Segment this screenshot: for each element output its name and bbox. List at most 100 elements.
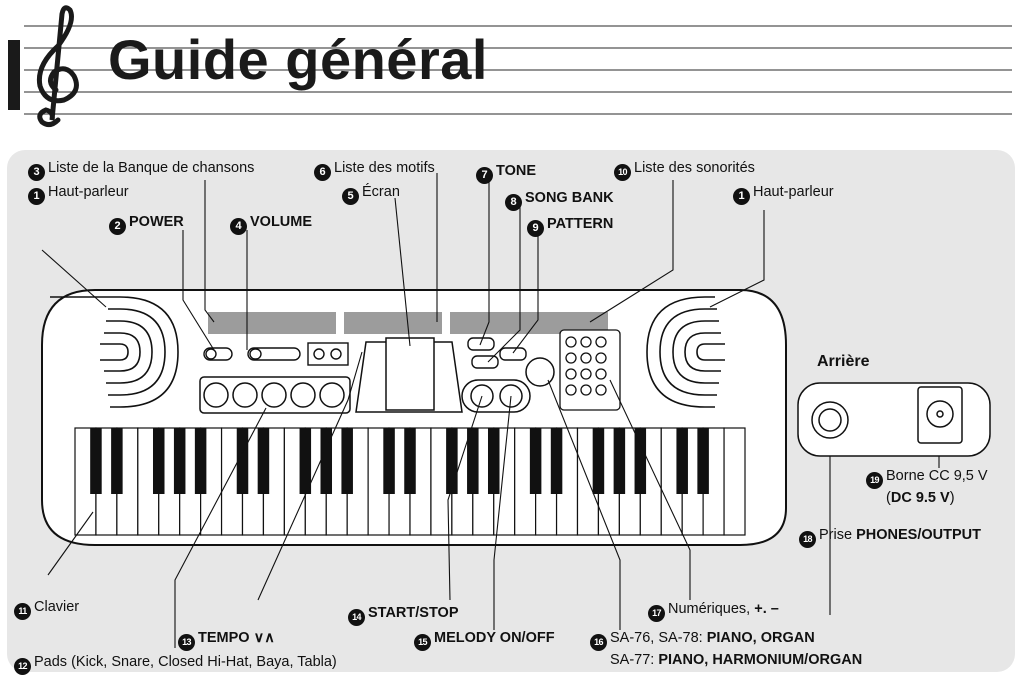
display-screen [355,337,463,413]
volume-slider[interactable] [247,347,301,361]
black-key[interactable] [236,428,249,494]
badge-2: 2 [109,218,126,235]
piano-keys[interactable] [74,427,746,536]
black-key[interactable] [152,428,165,494]
label-song-bank-list: Liste de la Banque de chansons [48,160,255,176]
black-key[interactable] [320,428,333,494]
page-title: Guide général [108,28,488,91]
label-tone-list: Liste des sonorités [634,160,755,176]
black-key[interactable] [404,428,416,494]
black-key[interactable] [257,428,270,494]
badge-9: 9 [527,220,544,237]
song-bank-list-strip [208,312,336,334]
badge-16: 16 [590,634,607,651]
black-key[interactable] [550,428,563,494]
badge-6: 6 [314,164,331,181]
label-song-bank: SONG BANK [525,190,614,206]
tempo-buttons[interactable] [307,342,349,366]
label-piano-harmonium: PIANO, HARMONIUM/ORGAN [658,652,863,668]
title-bar-mark [8,40,20,110]
label-sa77: SA-77: [610,652,659,668]
badge-8: 8 [505,194,522,211]
black-key[interactable] [613,428,626,494]
label-phones-output: PHONES/OUTPUT [856,527,981,543]
label-speaker-right: Haut-parleur [753,184,834,200]
black-key[interactable] [446,428,458,494]
staff-lines [24,25,1012,115]
black-key[interactable] [529,428,542,494]
black-key[interactable] [111,428,123,494]
black-key[interactable] [299,428,312,494]
badge-1: 1 [28,188,45,205]
black-key[interactable] [634,428,647,494]
speaker-right [646,296,725,408]
label-plus-minus: +. – [754,601,779,617]
piano-organ-button[interactable] [525,357,555,387]
label-volume: VOLUME [250,214,313,230]
black-key[interactable] [697,428,709,494]
label-keyboard: Clavier [34,599,80,615]
black-key[interactable] [383,428,395,494]
power-switch[interactable] [203,347,233,361]
badge-4: 4 [230,218,247,235]
black-key[interactable] [194,428,207,494]
badge-5: 5 [342,188,359,205]
black-key[interactable] [173,428,186,494]
badge-13: 13 [178,634,195,651]
number-keypad[interactable] [559,329,621,411]
black-key[interactable] [487,428,500,494]
header-graphic [8,5,1012,128]
label-phones-prefix: Prise [819,527,857,543]
drum-pads[interactable] [199,376,351,414]
pattern-list-strip [344,312,442,334]
label-dc-paren-close: ) [949,490,955,506]
label-tone: TONE [496,163,537,179]
badge-12: 12 [14,658,31,675]
badge-18: 18 [799,531,816,548]
label-speaker-left: Haut-parleur [48,184,129,200]
badge-10: 10 [614,164,631,181]
label-dc-jack: Borne CC 9,5 V [886,468,988,484]
badge-17: 17 [648,605,665,622]
label-pads: Pads (Kick, Snare, Closed Hi-Hat, Baya, … [34,654,337,670]
label-sa76-78: SA-76, SA-78: [610,630,707,646]
black-key[interactable] [341,428,353,494]
badge-19: 19 [866,472,883,489]
black-key[interactable] [467,428,479,494]
label-power: POWER [129,214,184,230]
badge-15: 15 [414,634,431,651]
black-key[interactable] [676,428,688,494]
label-tempo: TEMPO ∨∧ [198,630,275,646]
speaker-left [50,296,179,408]
black-key[interactable] [90,428,102,494]
label-melody: MELODY ON/OFF [434,630,555,646]
header: Guide général [0,0,1020,135]
badge-3: 3 [28,164,45,181]
label-pattern-list: Liste des motifs [334,160,435,176]
label-start-stop: START/STOP [368,605,459,621]
white-key[interactable] [723,427,746,536]
treble-clef-icon [36,5,79,128]
badge-7: 7 [476,167,493,184]
rear-heading: Arrière [817,353,870,370]
play-buttons[interactable] [461,379,531,413]
rear-panel [797,382,991,457]
black-key[interactable] [592,428,605,494]
label-pattern: PATTERN [547,216,614,232]
leader-lines [41,173,940,648]
label-dc-paren-open: ( [886,490,891,506]
badge-14: 14 [348,609,365,626]
